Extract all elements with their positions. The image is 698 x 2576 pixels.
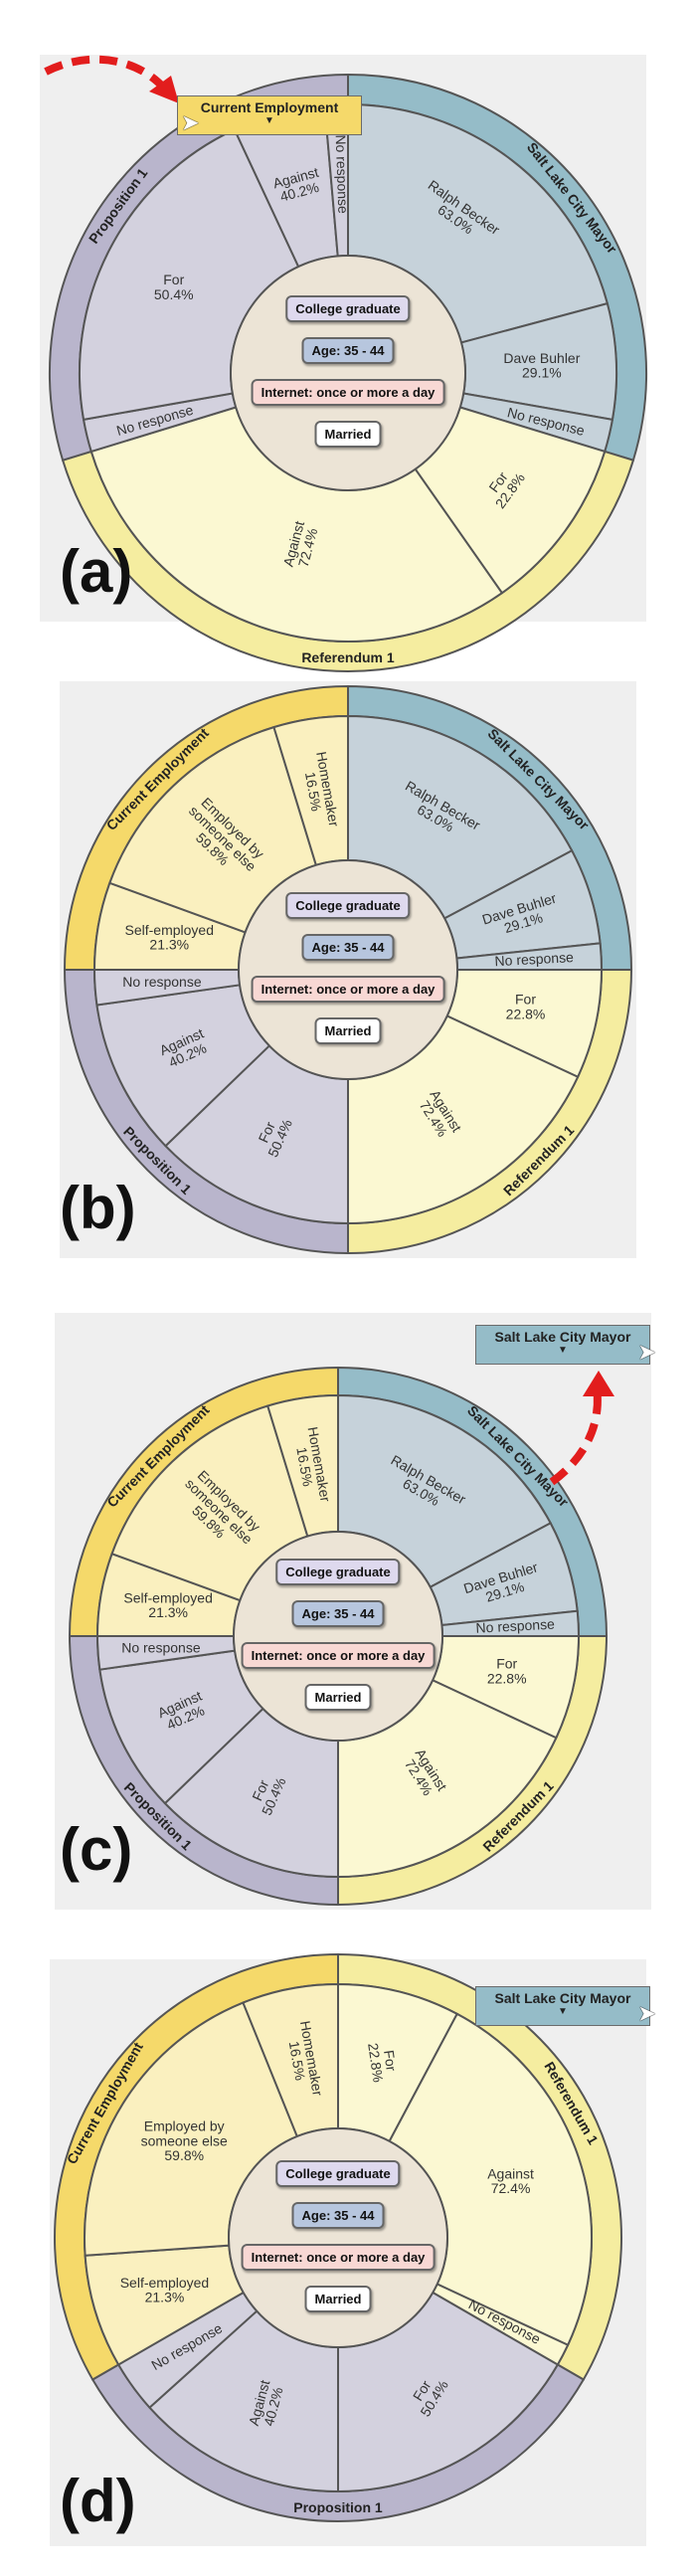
filter-pill[interactable]: College graduate [285,295,411,322]
ring-label-referendum: Referendum 1 [301,649,395,665]
drag-box-label: Current Employment [200,99,339,115]
center-disk [230,255,466,491]
filter-pill[interactable]: Internet: once or more a day [241,2244,436,2271]
panel-label: (d) [60,2468,136,2534]
filter-pill[interactable]: Age: 35 - 44 [301,337,395,364]
dragged-employment-ring[interactable]: Current Employment ▼ ➤ [177,95,362,135]
filter-pill[interactable]: Married [304,1684,372,1711]
filter-pill[interactable]: Age: 35 - 44 [291,2202,385,2229]
cursor-icon: ➤ [182,112,199,134]
dropdown-arrow-icon: ▼ [558,2006,568,2017]
dropdown-arrow-icon: ▼ [264,115,274,126]
dragged-mayor-ring[interactable]: Salt Lake City Mayor ▼ ➤ [475,1325,655,1365]
chart-panel-c: Ralph Becker63.0%Dave Buhler29.1%No resp… [0,1283,698,1925]
filter-pill[interactable]: Married [314,421,382,448]
drag-arrow [549,1386,602,1486]
slice-label-prop-no-response-2: No response [333,134,352,214]
slice-label-prop-no-response: No response [122,974,202,990]
chart-panel-b: Ralph Becker63.0%Dave Buhler29.1%No resp… [0,642,698,1283]
drag-box-label: Salt Lake City Mayor [494,1990,631,2006]
dropdown-arrow-icon: ▼ [558,1345,568,1356]
panel-label: (a) [60,538,133,605]
drag-box-label: Salt Lake City Mayor [494,1329,631,1345]
filter-pill[interactable]: Married [304,2286,372,2312]
filter-pill[interactable]: Internet: once or more a day [251,976,445,1003]
panel-label: (c) [60,1816,133,1883]
filter-pill[interactable]: Age: 35 - 44 [301,934,395,961]
filter-pill[interactable]: Internet: once or more a day [241,1642,436,1669]
filter-pill[interactable]: Age: 35 - 44 [291,1600,385,1627]
drag-arrow [44,55,171,94]
parked-mayor-ring[interactable]: Salt Lake City Mayor ▼ ➤ [475,1986,655,2026]
filter-pill[interactable]: College graduate [275,1559,401,1585]
radial-chart-c: Ralph Becker63.0%Dave Buhler29.1%No resp… [55,1313,651,1910]
filter-pill[interactable]: Internet: once or more a day [251,379,445,406]
filter-pill[interactable]: Married [314,1017,382,1044]
panel-label: (b) [60,1175,136,1241]
slice-label-mayor-no-response: No response [494,949,574,969]
slice-label-prop-no-response: No response [121,1639,201,1655]
slice-label-ref-for: For22.8% [365,2040,401,2084]
filter-pill[interactable]: College graduate [285,892,411,919]
radial-chart-b: Ralph Becker63.0%Dave Buhler29.1%No resp… [60,681,636,1258]
filter-pill[interactable]: College graduate [275,2160,401,2187]
cursor-icon: ➤ [638,1342,655,1364]
cursor-icon: ➤ [638,2003,655,2025]
ring-label-proposition: Proposition 1 [293,2499,383,2515]
arrowhead-icon [149,76,179,103]
slice-label-mayor-no-response: No response [475,1616,555,1636]
arrowhead-icon [583,1371,614,1396]
